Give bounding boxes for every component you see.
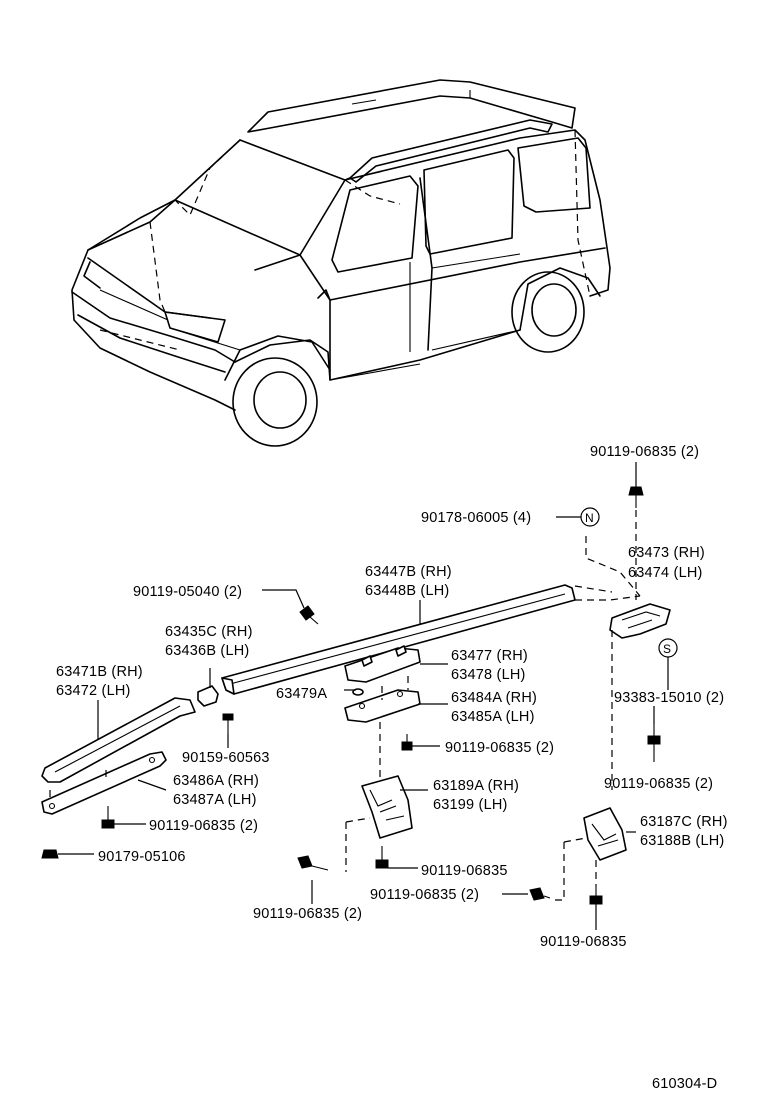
label-end-rh: 63471B (RH) [56, 664, 143, 680]
label-rail-lh: 63448B (LH) [365, 583, 449, 599]
label-support-rh: 63477 (RH) [451, 648, 528, 664]
label-support-lh: 63478 (LH) [451, 667, 526, 683]
label-bolt-mid: 90119-06835 (2) [445, 740, 554, 756]
vehicle-illustration [71, 79, 611, 447]
rear-stay-part [550, 807, 627, 901]
middle-stay-part [345, 775, 413, 872]
label-stay-rear-lh: 63188B (LH) [640, 833, 724, 849]
roof-rail-part [221, 584, 641, 695]
label-rail-rh: 63447B (RH) [365, 564, 452, 580]
label-bolt-right: 90119-06835 (2) [604, 776, 713, 792]
label-stay-mid-rh: 63189A (RH) [433, 778, 519, 794]
label-bolt-stay-rear: 90119-06835 [540, 934, 627, 950]
fastener-bolt-icons [41, 486, 661, 905]
label-bolt-lower: 90119-06835 (2) [253, 906, 362, 922]
callout-n: N [580, 507, 600, 527]
label-pad-rh: 63484A (RH) [451, 690, 537, 706]
label-base-lh: 63487A (LH) [173, 792, 257, 808]
label-bracket-rear-lh: 63474 (LH) [628, 565, 703, 581]
callout-s: S [658, 638, 678, 658]
leader-lines [58, 462, 669, 930]
part-labels: 90119-06835 (2) 90178-06005 (4) 63473 (R… [56, 444, 728, 1092]
label-bolt-front: 90119-06835 (2) [149, 818, 258, 834]
label-screw-s: 93383-15010 (2) [614, 690, 724, 706]
label-bolt-stay-mid: 90119-06835 [421, 863, 508, 879]
label-clip-n: 90178-06005 (4) [421, 510, 531, 526]
svg-text:S: S [663, 642, 671, 656]
label-nut-front: 90179-05106 [98, 849, 186, 865]
rail-support-part [344, 645, 421, 683]
label-bracket-rear-rh: 63473 (RH) [628, 545, 705, 561]
figure-code: 610304-D [652, 1076, 717, 1092]
label-cover-rh: 63435C (RH) [165, 624, 253, 640]
label-stay-mid-lh: 63199 (LH) [433, 797, 508, 813]
label-stay-rear-rh: 63187C (RH) [640, 814, 728, 830]
end-cover-part [41, 697, 196, 783]
label-end-lh: 63472 (LH) [56, 683, 131, 699]
label-pad-small: 63479A [276, 686, 327, 702]
label-cover-lh: 63436B (LH) [165, 643, 249, 659]
label-base-rh: 63486A (RH) [173, 773, 259, 789]
rear-bracket-part [585, 510, 671, 790]
pad-part [344, 676, 421, 780]
label-screw-front: 90119-05040 (2) [133, 584, 242, 600]
label-bolt-stay-mid2: 90119-06835 (2) [370, 887, 479, 903]
label-bolt-top: 90119-06835 (2) [590, 444, 699, 460]
svg-text:N: N [585, 511, 594, 525]
label-screw-cover: 90159-60563 [182, 750, 270, 766]
label-pad-lh: 63485A (LH) [451, 709, 535, 725]
base-plate-part [41, 751, 167, 815]
small-cover-part [197, 685, 219, 707]
